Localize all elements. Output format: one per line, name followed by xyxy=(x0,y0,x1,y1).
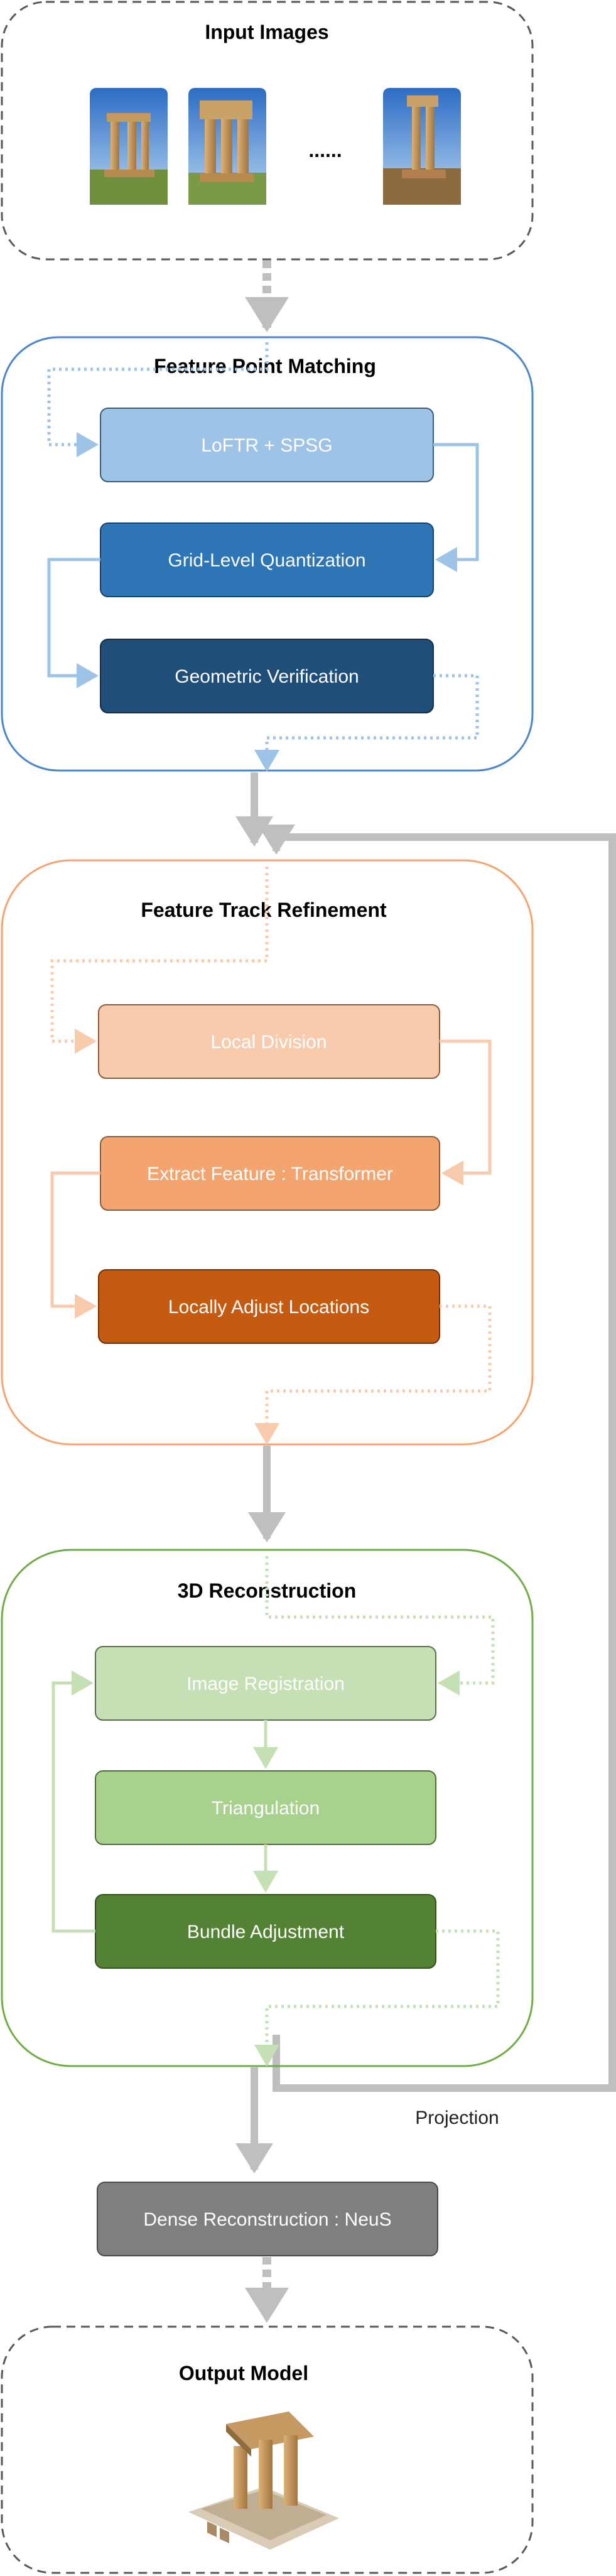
reconstruction-section: 3D Reconstruction Image Registration Tri… xyxy=(1,1549,534,2067)
matching-step-loftr-label: LoFTR + SPSG xyxy=(201,435,332,456)
matching-exit-connector xyxy=(254,674,479,772)
output-model-title: Output Model xyxy=(179,2362,308,2384)
reconstruction-step-triangulation-label: Triangulation xyxy=(212,1798,320,1819)
matching-title: Feature Point Matching xyxy=(154,355,376,377)
refinement-entry-connector xyxy=(50,867,269,1054)
reconstruction-step-bundle-adjustment-label: Bundle Adjustment xyxy=(187,1922,345,1942)
refinement-step-locally-adjust-label: Locally Adjust Locations xyxy=(168,1297,369,1318)
refinement-connector-2-3 xyxy=(50,1171,100,1319)
feature-point-matching-section: Feature Point Matching LoFTR + SPSG Grid… xyxy=(1,336,534,772)
input-images-ellipsis: ...... xyxy=(308,139,342,161)
matching-step-grid-quantization-label: Grid-Level Quantization xyxy=(168,550,365,571)
matching-step-geometric-verification-label: Geometric Verification xyxy=(175,666,359,687)
temple-photo-2 xyxy=(188,88,266,205)
projection-loop-line xyxy=(257,825,616,2092)
refinement-step-extract-feature-label: Extract Feature : Transformer xyxy=(147,1164,393,1184)
feature-track-refinement-section: Feature Track Refinement Local Division … xyxy=(1,859,534,1446)
input-images-frame xyxy=(1,1,534,261)
projection-label: Projection xyxy=(415,2108,499,2128)
input-images-section: Input Images ...... xyxy=(1,1,534,261)
matching-entry-connector xyxy=(47,342,269,457)
matching-connector-1-2 xyxy=(433,443,479,572)
output-model-frame xyxy=(1,2325,534,2574)
refinement-connector-1-2 xyxy=(440,1039,492,1186)
refinement-step-local-division-label: Local Division xyxy=(210,1032,327,1053)
refinement-exit-connector xyxy=(254,1304,492,1445)
temple-photo-1 xyxy=(90,88,168,205)
dense-reconstruction-box xyxy=(97,2182,438,2256)
temple-3d-model xyxy=(188,2411,339,2550)
matching-connector-2-3 xyxy=(47,558,100,688)
reconstruction-loop-connector xyxy=(51,1670,95,1933)
temple-photo-3 xyxy=(383,88,461,205)
dense-reconstruction-label: Dense Reconstruction : NeuS xyxy=(143,2209,391,2230)
refinement-title: Feature Track Refinement xyxy=(141,899,387,921)
reconstruction-step-image-registration-label: Image Registration xyxy=(186,1674,345,1694)
input-images-title: Input Images xyxy=(205,21,328,43)
output-model-section: Output Model xyxy=(1,2325,534,2574)
